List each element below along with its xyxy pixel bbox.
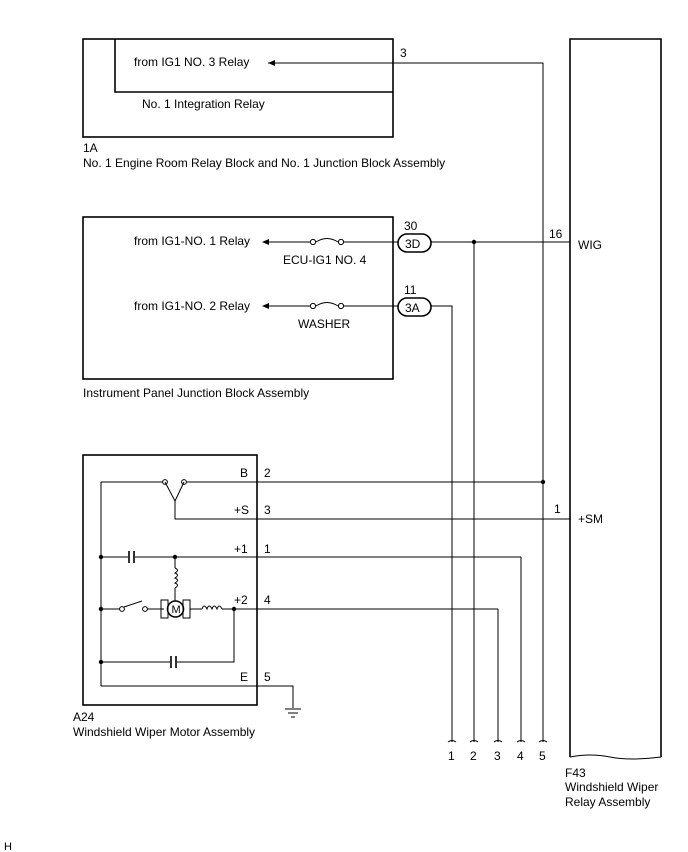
fuse-washer-terminal-b bbox=[337, 302, 345, 310]
relay-terminal-wig: WIG bbox=[578, 238, 602, 252]
cap2-dot bbox=[98, 659, 104, 665]
ip-junction-box bbox=[82, 216, 394, 380]
switch-blade-a bbox=[164, 481, 176, 502]
wiper-relay-name-1: Windshield Wiper bbox=[565, 780, 658, 794]
wire-break-3 bbox=[493, 740, 503, 743]
terminal-s: +S bbox=[234, 503, 249, 517]
circuit1-arrow-head bbox=[262, 239, 269, 245]
terminal-b: B bbox=[240, 466, 248, 480]
circuit1-fuse: ECU-IG1 NO. 4 bbox=[283, 253, 367, 267]
wire-ig1-no3 bbox=[278, 62, 544, 482]
wiper-motor-id: A24 bbox=[73, 710, 95, 724]
terminal-b-pin: 2 bbox=[264, 466, 271, 480]
relay-terminal-sm: +SM bbox=[578, 512, 603, 526]
wire-break-1 bbox=[447, 740, 457, 743]
wiper-relay-name-2: Relay Assembly bbox=[565, 795, 650, 809]
bottom-wire-label-3: 3 bbox=[494, 749, 501, 763]
bottom-wire-label-5: 5 bbox=[539, 749, 546, 763]
motor-symbol: M bbox=[172, 604, 181, 616]
circuit1-source: from IG1-NO. 1 Relay bbox=[134, 234, 250, 248]
motor-switch-contact-b bbox=[142, 606, 148, 612]
switch-contact-b bbox=[181, 479, 187, 485]
circuit1-pin: 30 bbox=[404, 219, 418, 233]
wiper-relay-id: F43 bbox=[565, 766, 586, 780]
fuse-ecu-ig1-icon bbox=[315, 238, 339, 243]
ip-junction-name: Instrument Panel Junction Block Assembly bbox=[83, 386, 309, 400]
relay-block-id: 1A bbox=[83, 141, 98, 155]
wiper-motor-name: Windshield Wiper Motor Assembly bbox=[73, 725, 255, 739]
integration-relay-box bbox=[114, 39, 393, 93]
relay-block-pin: 3 bbox=[400, 46, 407, 60]
wire-break-5 bbox=[538, 740, 548, 743]
series-coil-icon bbox=[201, 605, 223, 611]
field-coil-icon bbox=[173, 567, 178, 589]
switch-blade-b bbox=[174, 481, 185, 502]
circuit2-fuse: WASHER bbox=[298, 317, 351, 331]
motor-switch-contact-a bbox=[119, 606, 125, 612]
cap1-dot bbox=[98, 554, 104, 560]
bottom-wire-1 bbox=[431, 305, 453, 742]
connector-3d-label: 3D bbox=[405, 237, 421, 251]
relay-terminal-wig-pin: 16 bbox=[549, 227, 563, 241]
relay-terminal-sm-pin: 1 bbox=[554, 502, 561, 516]
cap2-lead-b bbox=[177, 609, 235, 663]
terminal-s-pin: 3 bbox=[264, 503, 271, 517]
bottom-wire-label-2: 2 bbox=[470, 749, 477, 763]
terminal-1: +1 bbox=[234, 542, 248, 556]
fuse-ecu-ig1-terminal-b bbox=[337, 238, 345, 246]
circuit2-source: from IG1-NO. 2 Relay bbox=[134, 299, 250, 313]
terminal-e-pin: 5 bbox=[264, 670, 271, 684]
terminal-2: +2 bbox=[234, 593, 248, 607]
connector-3a bbox=[397, 297, 432, 317]
integration-relay-source: from IG1 NO. 3 Relay bbox=[134, 55, 249, 69]
wire-e-ground bbox=[101, 685, 294, 708]
fuse-washer-terminal-a bbox=[309, 302, 317, 310]
integration-relay-name: No. 1 Integration Relay bbox=[142, 97, 265, 111]
wiper-motor-box bbox=[82, 454, 258, 706]
circuit2-arrow-head bbox=[262, 303, 269, 309]
wire-break-2 bbox=[469, 740, 479, 743]
terminal-2-pin: 4 bbox=[264, 593, 271, 607]
motor-left-dot bbox=[98, 606, 104, 612]
wiper-relay-box bbox=[569, 38, 662, 757]
wire-break-4 bbox=[516, 740, 526, 743]
terminal-1-pin: 1 bbox=[264, 542, 271, 556]
corner-mark: H bbox=[4, 841, 12, 852]
connector-3a-label: 3A bbox=[405, 301, 420, 315]
fuse-washer-icon bbox=[315, 302, 339, 307]
bottom-wire-label-1: 1 bbox=[448, 749, 455, 763]
relay-arrow-head bbox=[268, 60, 275, 66]
bottom-wire-label-4: 4 bbox=[517, 749, 524, 763]
terminal-e: E bbox=[240, 670, 248, 684]
connector-3d bbox=[397, 233, 432, 253]
switch-contact-a bbox=[162, 479, 168, 485]
motor-icon bbox=[166, 600, 185, 618]
relay-block-name: No. 1 Engine Room Relay Block and No. 1 … bbox=[83, 156, 445, 170]
motor-switch-blade bbox=[123, 600, 143, 608]
relay-block-1a-box bbox=[82, 38, 394, 138]
wiper-relay-break bbox=[569, 754, 662, 760]
wire-s-to-sm bbox=[174, 501, 570, 520]
fuse-ecu-ig1-terminal-a bbox=[309, 238, 317, 246]
circuit2-pin: 11 bbox=[404, 283, 417, 297]
